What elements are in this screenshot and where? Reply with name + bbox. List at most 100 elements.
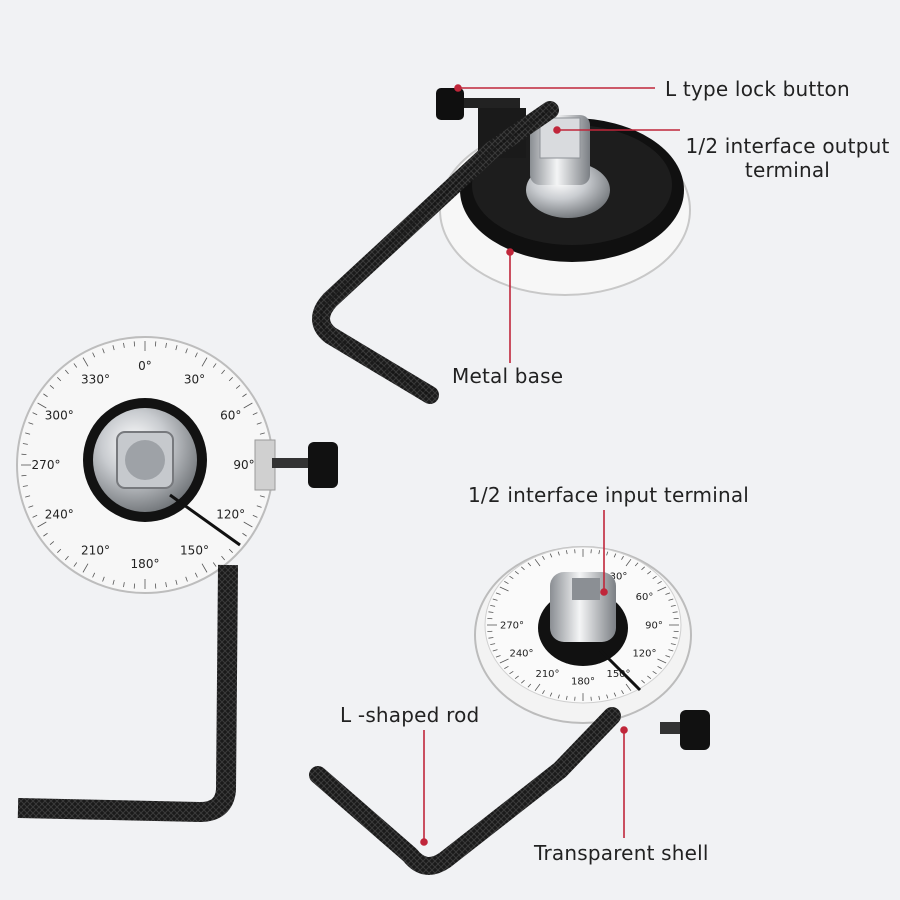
dial-tick (514, 570, 519, 575)
dial-tick (565, 695, 568, 700)
dial-tick (625, 558, 632, 567)
dial-tick (514, 675, 519, 680)
dial-tick (242, 532, 247, 537)
dial-tick (527, 683, 532, 688)
left-dial-label: 0° (138, 359, 152, 373)
dial-tick (185, 348, 188, 354)
dial-tick (73, 562, 78, 567)
dial-tick (221, 369, 226, 375)
dial-tick (175, 579, 178, 585)
dial-tick (102, 576, 105, 582)
dial-tick (175, 345, 178, 351)
dial-tick (621, 555, 624, 560)
dial-tick (557, 694, 560, 699)
dial-tick (504, 665, 509, 669)
dial-tick (670, 643, 676, 646)
bottom-gauge-angled-view: 30°60°90°120°150°180°210°240°270° (309, 546, 710, 875)
left-dial-label: 180° (131, 557, 160, 571)
dial-tick (64, 555, 69, 561)
dial-tick (495, 655, 501, 658)
left-dial-label: 120° (216, 508, 245, 522)
bottom-dial-label: 60° (636, 592, 654, 603)
dial-tick (112, 579, 115, 585)
bottom-dial-label: 180° (571, 677, 595, 688)
left-dial-label: 90° (233, 458, 254, 472)
dial-tick (557, 551, 560, 556)
callout-output-terminal: 1/2 interface output terminal (680, 134, 895, 182)
dial-tick (252, 514, 258, 518)
dial-tick (242, 393, 247, 398)
dial-tick (185, 576, 188, 582)
dial-tick (256, 505, 262, 508)
dial-tick (499, 658, 509, 664)
left-dial-label: 30° (184, 372, 205, 386)
dial-tick (509, 670, 514, 675)
dial-tick (32, 514, 38, 518)
dial-tick (641, 679, 645, 684)
left-gauge-front-view: 0°30°60°90°120°150°180°210°240°270°300°3… (16, 336, 338, 822)
dial-tick (212, 363, 217, 368)
dial-tick (657, 581, 662, 585)
dial-tick (598, 695, 601, 700)
dial-tick (112, 345, 115, 351)
dial-tick (228, 548, 233, 553)
dial-tick (123, 342, 125, 348)
bottom-dial-label: 150° (606, 669, 630, 680)
dial-tick (672, 637, 678, 639)
dial-tick (613, 553, 617, 558)
dial-tick (165, 342, 167, 348)
bottom-dial-label: 270° (500, 620, 524, 631)
dial-tick (490, 604, 496, 607)
dial-tick (652, 670, 657, 675)
dial-tick (509, 575, 514, 580)
dial-tick (37, 402, 47, 409)
dial-tick (194, 572, 198, 578)
dial-tick (165, 582, 167, 588)
dial-tick (625, 683, 632, 692)
dial-tick (672, 611, 678, 613)
bottom-dial-label: 240° (509, 648, 533, 659)
callout-output-terminal-line2: terminal (744, 158, 831, 182)
dial-tick (652, 575, 657, 580)
dial-tick (657, 586, 667, 592)
dial-tick (657, 665, 662, 669)
dial-tick (665, 655, 671, 658)
callout-leader-lines (420, 84, 680, 846)
dial-tick (92, 352, 96, 358)
dial-tick (492, 649, 498, 652)
left-dial-label: 60° (220, 409, 241, 423)
callout-lock-button: L type lock button (665, 77, 850, 101)
bottom-dial-label: 90° (645, 620, 663, 631)
dial-tick (32, 412, 38, 416)
dial-tick (488, 611, 494, 613)
dial-tick (657, 658, 667, 664)
dial-tick (542, 555, 545, 560)
dial-tick (534, 558, 541, 567)
dial-tick (549, 553, 553, 558)
leader-dot-lock-button (454, 84, 462, 92)
dial-tick (243, 402, 253, 409)
dial-tick (495, 592, 501, 595)
dial-tick (606, 694, 609, 699)
dial-tick (488, 637, 494, 639)
dial-tick (492, 598, 498, 601)
dial-tick (668, 649, 674, 652)
dial-tick (43, 532, 48, 537)
dial-tick (641, 566, 645, 571)
dial-tick (259, 432, 265, 435)
dial-tick (37, 521, 47, 528)
bottom-dial-ticks: 30°60°90°120°150°180°210°240°270° (487, 549, 679, 701)
dial-tick (668, 598, 674, 601)
leader-dot-output-terminal (553, 126, 561, 134)
dial-tick (647, 675, 652, 680)
bottom-dial-label: 30° (610, 572, 628, 583)
left-dial-label: 270° (32, 458, 61, 472)
dial-tick (259, 495, 265, 498)
left-dial-label: 240° (45, 508, 74, 522)
dial-tick (82, 563, 89, 573)
dial-tick (606, 551, 609, 556)
dial-tick (527, 562, 532, 567)
dial-tick (235, 384, 241, 389)
dial-tick (621, 690, 624, 695)
dial-tick (670, 604, 676, 607)
